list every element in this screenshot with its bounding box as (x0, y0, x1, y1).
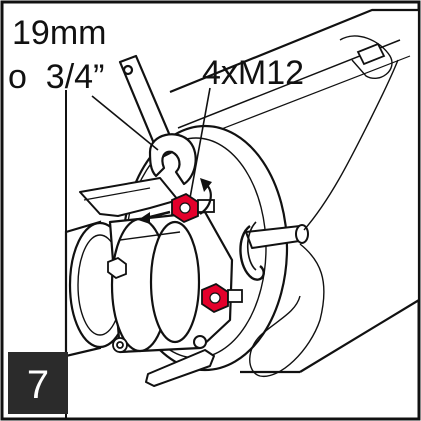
valve-handle-bottom (145, 335, 215, 387)
leader-line-wrench (91, 95, 159, 151)
cable-clamp (356, 42, 386, 66)
r-clip-pin-icon (239, 221, 309, 281)
flange-bolts (197, 199, 243, 303)
step-badge (8, 352, 68, 414)
rotate-arrow-icon (199, 178, 212, 215)
step-number: 7 (27, 363, 49, 407)
wrench-size-mm-label: 19mm (12, 14, 106, 52)
leader-line-bolt (189, 87, 211, 199)
pipe-left (64, 220, 132, 358)
wrench-size-in-label: o 3/4” (8, 58, 104, 96)
cylinder-body (169, 8, 421, 374)
highlighted-nut-bottom (201, 282, 229, 314)
wrench-icon (118, 54, 197, 186)
hex-nut-icon (107, 256, 127, 280)
highlighted-nut-top (171, 192, 199, 224)
lanyard-cable (249, 35, 399, 377)
valve-body (108, 210, 234, 354)
arrow-left-icon (138, 210, 171, 224)
valve-handle-top (79, 177, 179, 217)
bolt-spec-label: 4xM12 (202, 54, 304, 92)
